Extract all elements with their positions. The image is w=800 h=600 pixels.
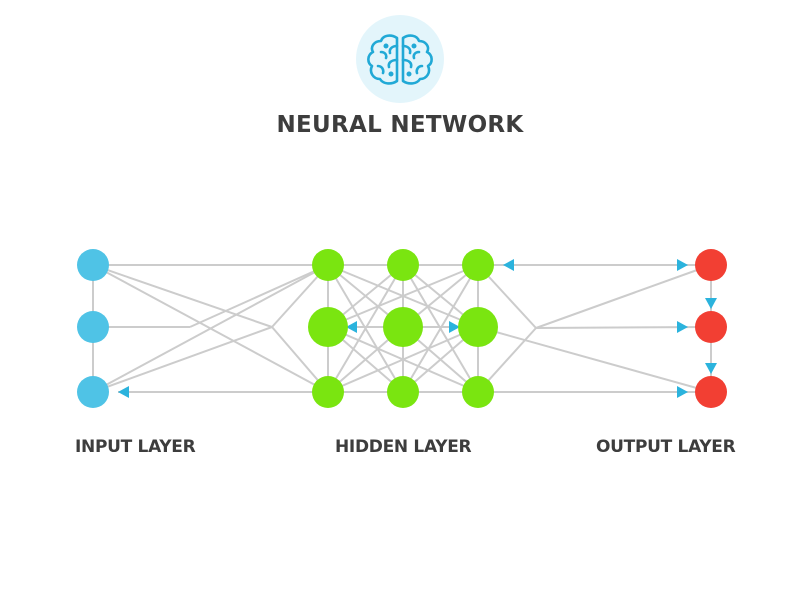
input-layer-label: INPUT LAYER [75, 437, 196, 457]
arrow-to-input [118, 386, 129, 398]
hidden-neuron [308, 307, 348, 347]
input-neuron [77, 311, 109, 343]
hidden-output-edge [477, 326, 712, 393]
output-layer-label: OUTPUT LAYER [596, 437, 736, 457]
input-hidden-edge [92, 264, 329, 393]
hidden-neuron [312, 376, 344, 408]
input-hidden-edge [92, 264, 273, 328]
output-neuron [695, 311, 727, 343]
output-neuron [695, 376, 727, 408]
neurons [77, 249, 727, 408]
arrow-to-hidden [503, 259, 514, 271]
hidden-edge [402, 264, 479, 393]
diagram-title: NEURAL NETWORK [276, 112, 524, 138]
input-neuron [77, 376, 109, 408]
arrow-hidden-right [449, 321, 460, 333]
hidden-neuron [462, 249, 494, 281]
output-neuron [695, 249, 727, 281]
hidden-neuron [383, 307, 423, 347]
brain-icon-badge [356, 15, 444, 103]
input-neuron [77, 249, 109, 281]
arrow-output-down-2 [705, 363, 717, 374]
input-hidden-edge [189, 264, 329, 328]
arrow-to-output-2 [677, 321, 688, 333]
brain-icon [367, 34, 433, 85]
hidden-neuron [387, 376, 419, 408]
hidden-output-edge [535, 264, 712, 329]
hidden-neuron [458, 307, 498, 347]
hidden-edge [327, 326, 479, 393]
hidden-layer-label: HIDDEN LAYER [335, 437, 472, 457]
flow-arrows [118, 259, 717, 398]
input-hidden-edge [92, 326, 273, 393]
arrow-hidden-left [346, 321, 357, 333]
hidden-neuron [387, 249, 419, 281]
hidden-neuron [462, 376, 494, 408]
arrow-to-output-1 [677, 259, 688, 271]
hidden-edge [327, 264, 404, 393]
arrow-to-output-3 [677, 386, 688, 398]
icon-background [356, 15, 444, 103]
arrow-output-down-1 [705, 298, 717, 309]
hidden-neuron [312, 249, 344, 281]
hidden-edge [327, 264, 479, 328]
